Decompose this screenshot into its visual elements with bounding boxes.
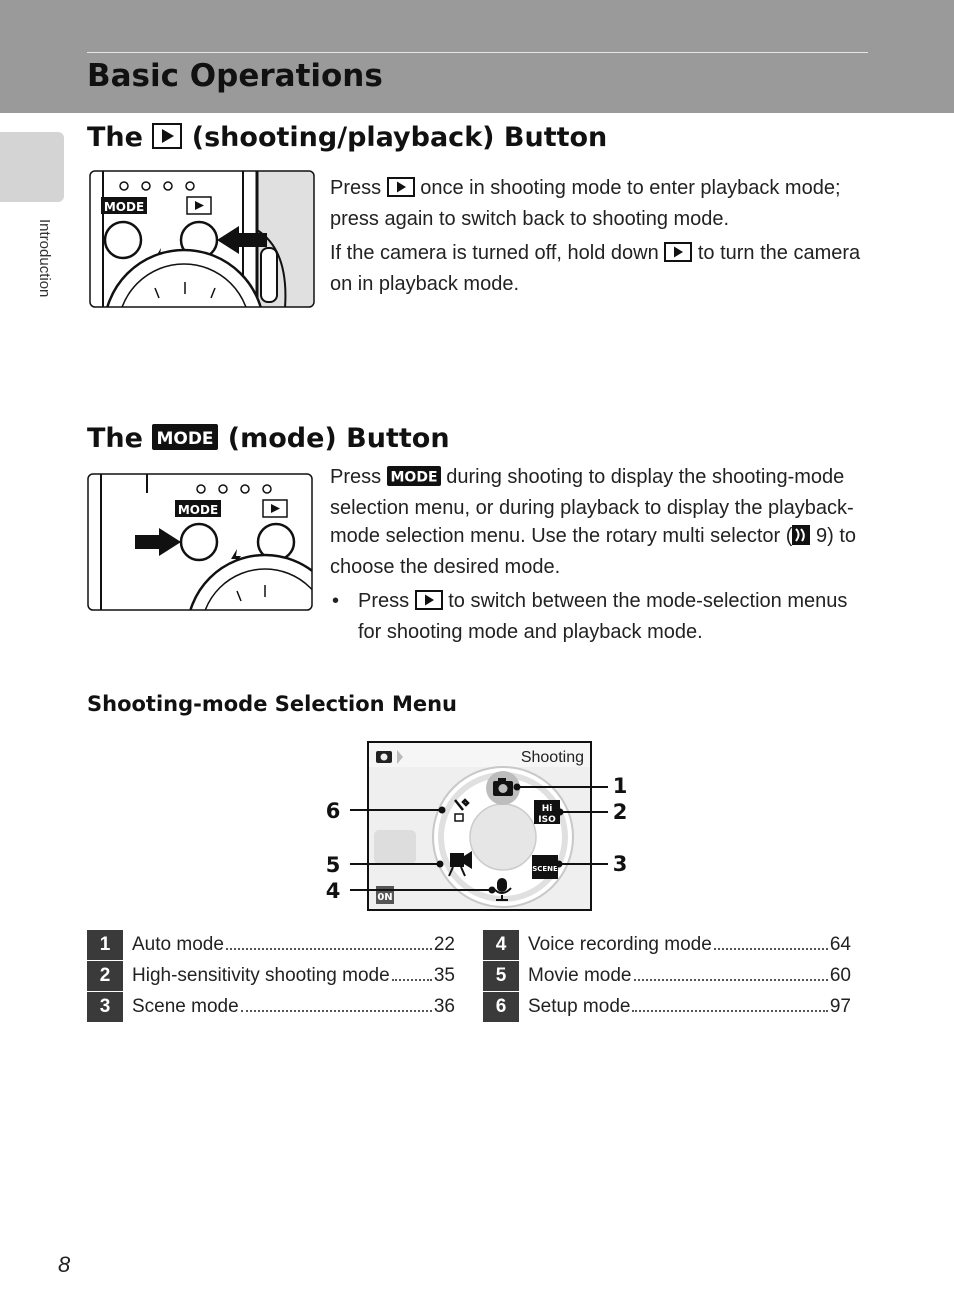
- page-number: 8: [58, 1252, 71, 1277]
- legend-label: Movie mode: [528, 965, 632, 986]
- high-sensitivity-icon: [534, 800, 560, 824]
- microphone-icon: [497, 878, 507, 892]
- iso-badge-text: ISO: [538, 815, 556, 825]
- mode-paragraph: Press MODE during shooting to display th…: [330, 463, 866, 581]
- playback-paragraph-2: If the camera is turned off, hold down t…: [330, 239, 866, 298]
- movie-icon: [450, 853, 464, 867]
- legend-label: Auto mode: [132, 934, 224, 955]
- mode-badge-text: MODE: [157, 429, 214, 449]
- text-fragment: to turn the camera on in playback mode.: [330, 242, 861, 295]
- text-fragment: during shooting to display the shooting-…: [330, 466, 854, 547]
- legend-page-ref[interactable]: 35: [433, 965, 455, 986]
- play-icon: [414, 590, 443, 618]
- play-icon: [152, 123, 183, 156]
- text-fragment: 9) to choose the desired mode.: [330, 525, 857, 578]
- corner-badge-text: 0N: [377, 892, 392, 903]
- section-title-pre: The: [87, 423, 143, 454]
- scene-mode-icon: [532, 855, 558, 879]
- chapter-title: Basic Operations: [87, 58, 383, 94]
- legend-row: 4 Voice recording mode 64: [483, 930, 851, 960]
- mode-badge-icon: MODE: [386, 466, 441, 494]
- mode-bullet-list: Press to switch between the mode-selecti…: [330, 587, 866, 646]
- scene-badge-text: SCENE: [532, 865, 558, 873]
- list-item: Press to switch between the mode-selecti…: [330, 587, 866, 646]
- header-rule: [87, 52, 868, 53]
- side-tab: [0, 132, 64, 202]
- legend-label: Scene mode: [132, 996, 239, 1017]
- playback-button-illustration: MODE: [89, 170, 315, 312]
- side-tab-label: Introduction: [36, 219, 53, 298]
- legend-page-ref[interactable]: 97: [829, 996, 851, 1017]
- text-fragment: Press: [330, 466, 382, 488]
- legend-left: 1 Auto mode 22 2 High-sensitivity shooti…: [87, 930, 455, 1023]
- illus-mode-badge: MODE: [178, 503, 218, 517]
- legend-row: 2 High-sensitivity shooting mode 35: [87, 961, 455, 991]
- mode-button-illustration: MODE: [87, 473, 313, 615]
- callout-4: 4: [326, 879, 341, 903]
- section-title-pre: The: [87, 122, 143, 153]
- background-camera-icon: [374, 830, 416, 864]
- legend-row: 1 Auto mode 22: [87, 930, 455, 960]
- dot-leader: [632, 996, 828, 1012]
- play-icon: [386, 177, 415, 205]
- dot-leader: [713, 934, 828, 950]
- callout-5: 5: [326, 853, 341, 877]
- menu-ref-icon: [792, 525, 811, 553]
- legend-row: 6 Setup mode 97: [483, 992, 851, 1022]
- legend-number: 4: [483, 930, 519, 960]
- shooting-menu-screen: Shooting 0N Hi ISO SCENE: [322, 740, 642, 916]
- legend-row: 5 Movie mode 60: [483, 961, 851, 991]
- legend-number: 6: [483, 992, 519, 1022]
- legend-row: 3 Scene mode 36: [87, 992, 455, 1022]
- callout-6: 6: [326, 799, 341, 823]
- dot-leader: [633, 965, 828, 981]
- text-fragment: to switch between the mode-selection men…: [358, 590, 848, 643]
- text-fragment: If the camera is turned off, hold down: [330, 242, 659, 264]
- dot-leader: [240, 996, 432, 1012]
- legend-page-ref[interactable]: 64: [829, 934, 851, 955]
- section-title-post: (mode) Button: [227, 423, 450, 454]
- chapter-header-band: [0, 0, 954, 113]
- screen-header-text: Shooting: [521, 749, 584, 766]
- legend-number: 3: [87, 992, 123, 1022]
- legend-label: High-sensitivity shooting mode: [132, 965, 390, 986]
- illus-mode-badge: MODE: [104, 200, 144, 214]
- legend-label: Voice recording mode: [528, 934, 712, 955]
- legend-right: 4 Voice recording mode 64 5 Movie mode 6…: [483, 930, 851, 1023]
- text-fragment: once in shooting mode to enter playback …: [330, 177, 841, 230]
- playback-description: Press once in shooting mode to enter pla…: [330, 174, 866, 304]
- mode-description: Press MODE during shooting to display th…: [330, 463, 866, 646]
- callout-2: 2: [613, 800, 628, 824]
- legend-label: Setup mode: [528, 996, 631, 1017]
- play-icon: [664, 242, 693, 270]
- shooting-menu-title: Shooting-mode Selection Menu: [87, 692, 457, 716]
- legend-page-ref[interactable]: 22: [433, 934, 455, 955]
- legend-number: 5: [483, 961, 519, 991]
- legend-number: 1: [87, 930, 123, 960]
- legend-page-ref[interactable]: 60: [829, 965, 851, 986]
- legend-page-ref[interactable]: 36: [433, 996, 455, 1017]
- hi-badge-text: Hi: [542, 804, 553, 814]
- dot-leader: [391, 965, 432, 981]
- mode-badge-icon: MODE: [152, 424, 219, 457]
- legend-number: 2: [87, 961, 123, 991]
- section-title-playback-button: The (shooting/playback) Button: [87, 122, 607, 156]
- dot-leader: [225, 934, 432, 950]
- mode-badge-text: MODE: [390, 470, 437, 486]
- callout-3: 3: [613, 852, 628, 876]
- section-title-post: (shooting/playback) Button: [191, 122, 608, 153]
- section-title-mode-button: The MODE (mode) Button: [87, 423, 450, 457]
- callout-1: 1: [613, 774, 628, 798]
- text-fragment: Press: [330, 177, 382, 199]
- text-fragment: Press: [358, 590, 410, 612]
- setup-wrench-icon: [454, 798, 470, 811]
- playback-paragraph-1: Press once in shooting mode to enter pla…: [330, 174, 866, 233]
